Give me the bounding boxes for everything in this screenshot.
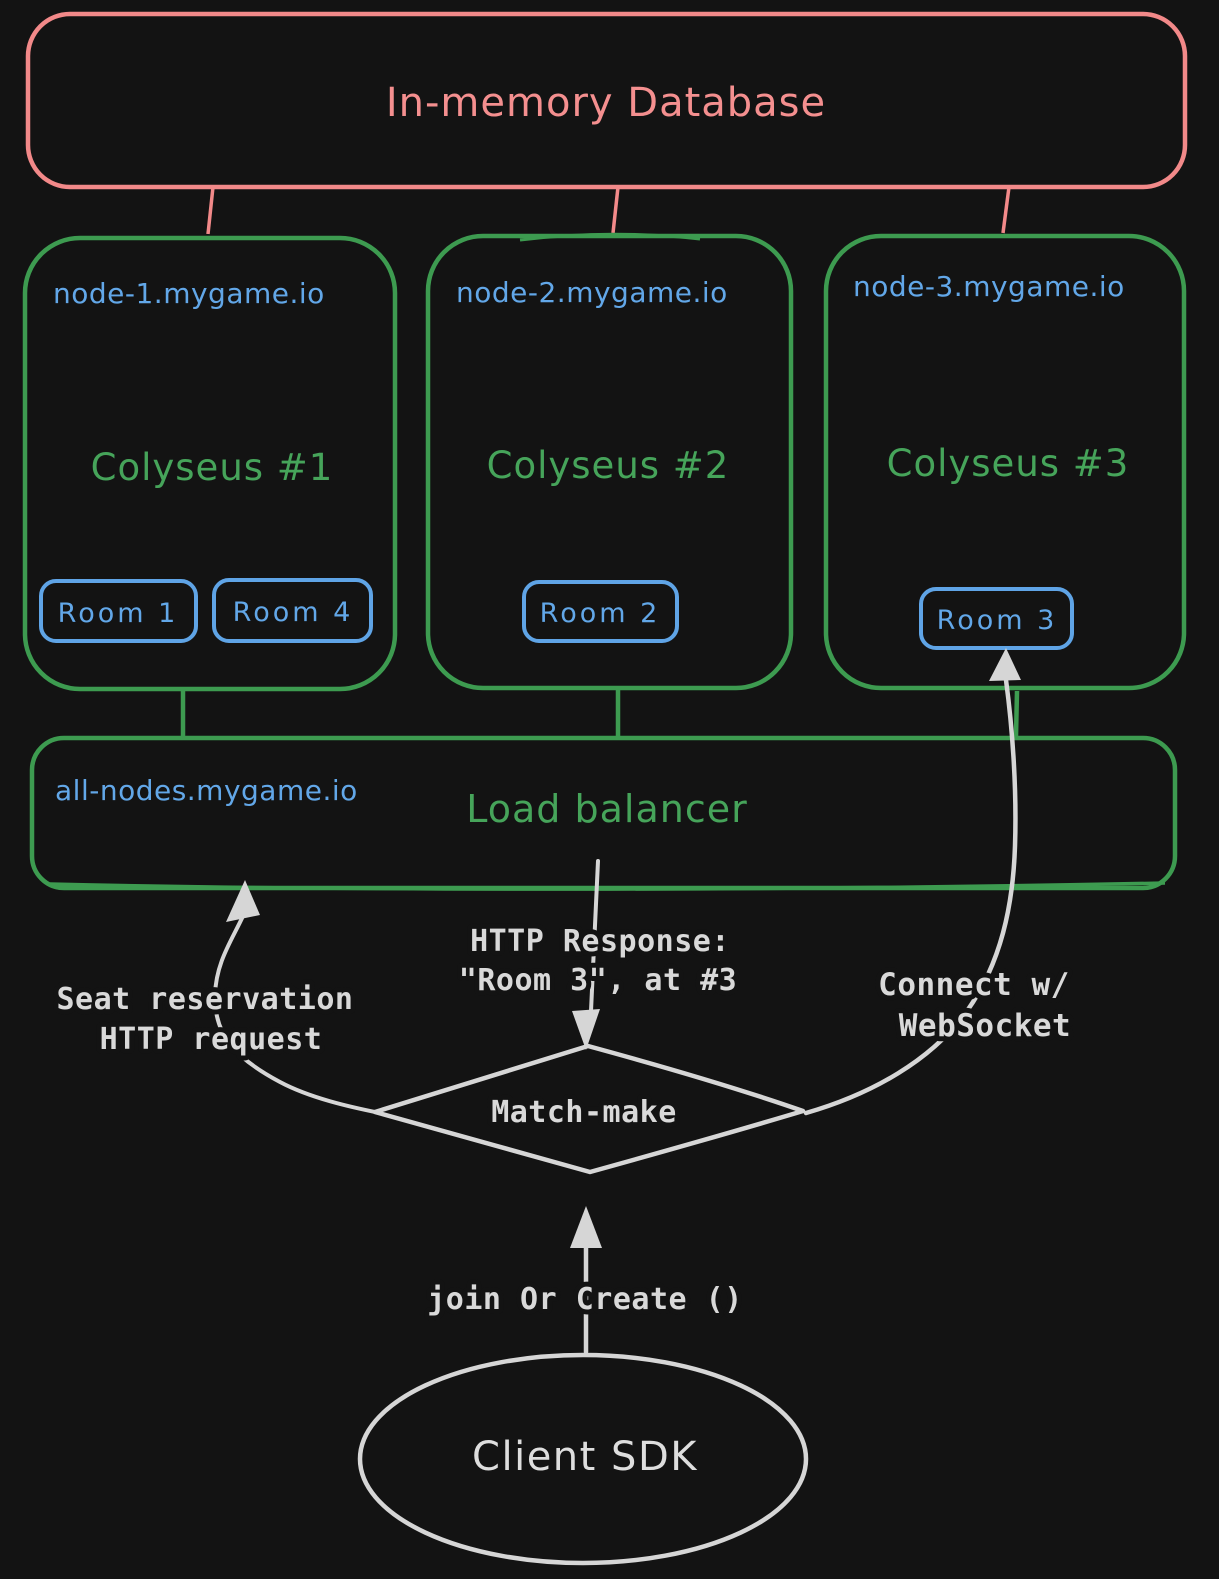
room1-box: [39, 579, 198, 643]
room2-label: Room 2: [540, 598, 661, 629]
node3-host-label: node-3.mygame.io: [853, 270, 1125, 303]
client-sdk-label: Client SDK: [472, 1434, 698, 1480]
arrow-connect-websocket-head: [989, 648, 1021, 681]
load-balancer-sketch-stroke: [49, 881, 1166, 891]
annotation-seat-reservation: Seat reservation HTTP request: [52, 977, 358, 1062]
seat-reservation-line2: HTTP request: [100, 1022, 323, 1057]
connector-db-node2: [611, 186, 620, 234]
node2-sketch-stroke: [519, 232, 701, 242]
arrow-http-response: [589, 859, 600, 1013]
node1-box: [22, 235, 398, 692]
load-balancer-label: Load balancer: [466, 787, 747, 831]
room1-label: Room 1: [58, 598, 179, 629]
annotation-http-response: HTTP Response: "Room 3", at #3: [454, 919, 742, 1003]
server-node-3: node-3.mygame.io Colyseus #3 Room 3: [823, 233, 1187, 691]
load-balancer-node: all-nodes.mygame.io Load balancer: [29, 735, 1178, 891]
arrow-connect-websocket: [803, 677, 1018, 1116]
join-or-create-label: join Or Create (): [427, 1282, 743, 1317]
arrow-join-or-create-head: [570, 1206, 602, 1248]
node2-title: Colyseus #2: [487, 444, 730, 487]
connector-db-node3: [1001, 186, 1011, 234]
seat-reservation-line1: Seat reservation: [57, 982, 354, 1017]
node3-title: Colyseus #3: [887, 442, 1130, 485]
matchmake-label: Match-make: [491, 1095, 677, 1130]
node1-title: Colyseus #1: [91, 446, 334, 489]
matchmake-diamond: [372, 1043, 806, 1175]
server-node-2: node-2.mygame.io Colyseus #2 Room 2: [425, 232, 794, 691]
client-sdk-node: Client SDK: [357, 1352, 809, 1566]
arrow-seat-reservation-head: [226, 880, 260, 922]
arrow-seat-reservation: [212, 914, 382, 1115]
room3-box: [919, 587, 1074, 650]
in-memory-database-node: In-memory Database: [25, 11, 1188, 190]
load-balancer-host-label: all-nodes.mygame.io: [55, 774, 358, 807]
matchmake-node: Match-make: [372, 1043, 806, 1175]
room4-label: Room 4: [233, 597, 354, 628]
http-response-line2: "Room 3", at #3: [459, 963, 737, 998]
connect-websocket-line2: WebSocket: [899, 1008, 1071, 1044]
arrow-http-response-head: [572, 1009, 600, 1050]
node1-host-label: node-1.mygame.io: [53, 277, 325, 310]
connect-websocket-line1: Connect w/: [878, 967, 1070, 1003]
room3-label: Room 3: [937, 605, 1058, 636]
database-label: In-memory Database: [386, 80, 826, 126]
node2-box: [425, 233, 794, 691]
room4-box: [212, 578, 373, 643]
client-sdk-ellipse: [357, 1352, 809, 1566]
http-response-line1: HTTP Response:: [470, 924, 730, 959]
room2-box: [522, 580, 679, 643]
connector-db-node1: [206, 186, 215, 235]
server-node-1: node-1.mygame.io Colyseus #1 Room 1 Room…: [22, 235, 398, 692]
node2-host-label: node-2.mygame.io: [456, 276, 728, 309]
annotation-connect-websocket: Connect w/ WebSocket: [873, 962, 1076, 1049]
connector-node3-lb: [1013, 690, 1020, 737]
database-box: [25, 11, 1188, 190]
